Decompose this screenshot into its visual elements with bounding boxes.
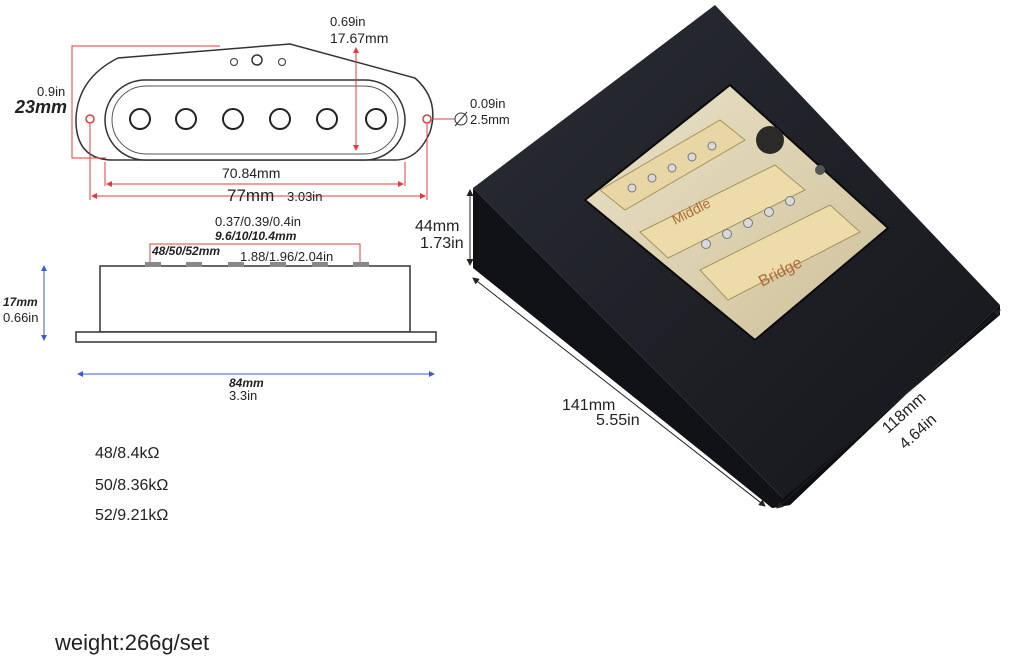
side-pole-top: [353, 262, 369, 267]
side-length-in: 3.3in: [229, 388, 257, 403]
dim-inner-mm: 70.84mm: [222, 165, 280, 181]
resistance-value: 50/8.36kΩ: [95, 477, 169, 494]
pole-piece: [722, 229, 732, 239]
knob-dark: [756, 126, 784, 154]
pole-height-in: 0.37/0.39/0.4in: [215, 214, 301, 229]
hole-diameter-symbol: [454, 111, 468, 127]
pole-piece: [687, 152, 697, 162]
side-cover: [99, 265, 411, 333]
pole-height-mm: 9.6/10/10.4mm: [215, 229, 297, 243]
pickup-cover-top: [104, 79, 406, 161]
pole-piece: [316, 108, 338, 130]
pole-piece: [129, 108, 151, 130]
pole-spacing-in: 1.88/1.96/2.04in: [240, 249, 333, 264]
pole-piece: [222, 108, 244, 130]
pole-piece: [707, 141, 717, 151]
side-length-mm: 84mm: [229, 376, 264, 390]
small-screw: [815, 165, 825, 175]
pickup-side-view: [75, 262, 437, 343]
resistance-value: 48/8.4kΩ: [95, 445, 160, 462]
side-view-dimensions: [41, 243, 435, 377]
pole-piece: [764, 207, 774, 217]
box-dimensions: [466, 189, 1001, 509]
dim-hole-mm: 2.5mm: [470, 112, 510, 127]
dim-outer-in: 3.03in: [287, 189, 322, 204]
side-height-in: 0.66in: [3, 310, 38, 325]
pole-piece: [365, 108, 387, 130]
pole-piece: [701, 239, 711, 249]
side-pole-top: [270, 262, 286, 267]
box-height-mm: 44mm: [415, 218, 459, 235]
pole-piece: [175, 108, 197, 130]
side-pole-top: [145, 262, 161, 267]
mount-hole: [422, 114, 432, 124]
side-pole-top: [186, 262, 202, 267]
pole-piece: [647, 173, 657, 183]
pickup-top-view: [75, 43, 434, 161]
small-hole: [251, 54, 263, 66]
dim-height-mm: 17.67mm: [330, 30, 388, 46]
resistance-value: 52/9.21kΩ: [95, 507, 169, 524]
dim-height-in: 0.69in: [330, 14, 365, 29]
pole-piece: [627, 183, 637, 193]
box-width-mm: 141mm: [562, 397, 615, 414]
top-view-dimensions: [71, 45, 455, 200]
side-pole-top: [228, 262, 244, 267]
pole-piece: [269, 108, 291, 130]
side-baseplate: [75, 331, 437, 343]
pole-piece: [785, 196, 795, 206]
dim-outer-mm: 77mm: [227, 186, 274, 205]
small-hole: [278, 58, 286, 66]
pole-spacing-mm: 48/50/52mm: [151, 244, 220, 258]
side-pole-top: [312, 262, 328, 267]
box-height-in: 1.73in: [420, 235, 464, 252]
dim-hole-in: 0.09in: [470, 96, 505, 111]
box-pickup-middle: [639, 164, 806, 259]
weight-label: weight:266g/set: [55, 630, 210, 655]
small-hole: [230, 58, 238, 66]
side-height-mm: 17mm: [3, 295, 38, 309]
dim-width-side-in: 0.9in: [37, 84, 65, 99]
box-pickups: [599, 119, 861, 301]
box-width-in: 5.55in: [596, 412, 640, 429]
mount-hole: [85, 114, 95, 124]
pole-piece: [743, 218, 753, 228]
pole-piece: [667, 163, 677, 173]
pickup-inner-frame: [111, 85, 399, 155]
dim-width-side-mm: 23mm: [14, 97, 67, 117]
